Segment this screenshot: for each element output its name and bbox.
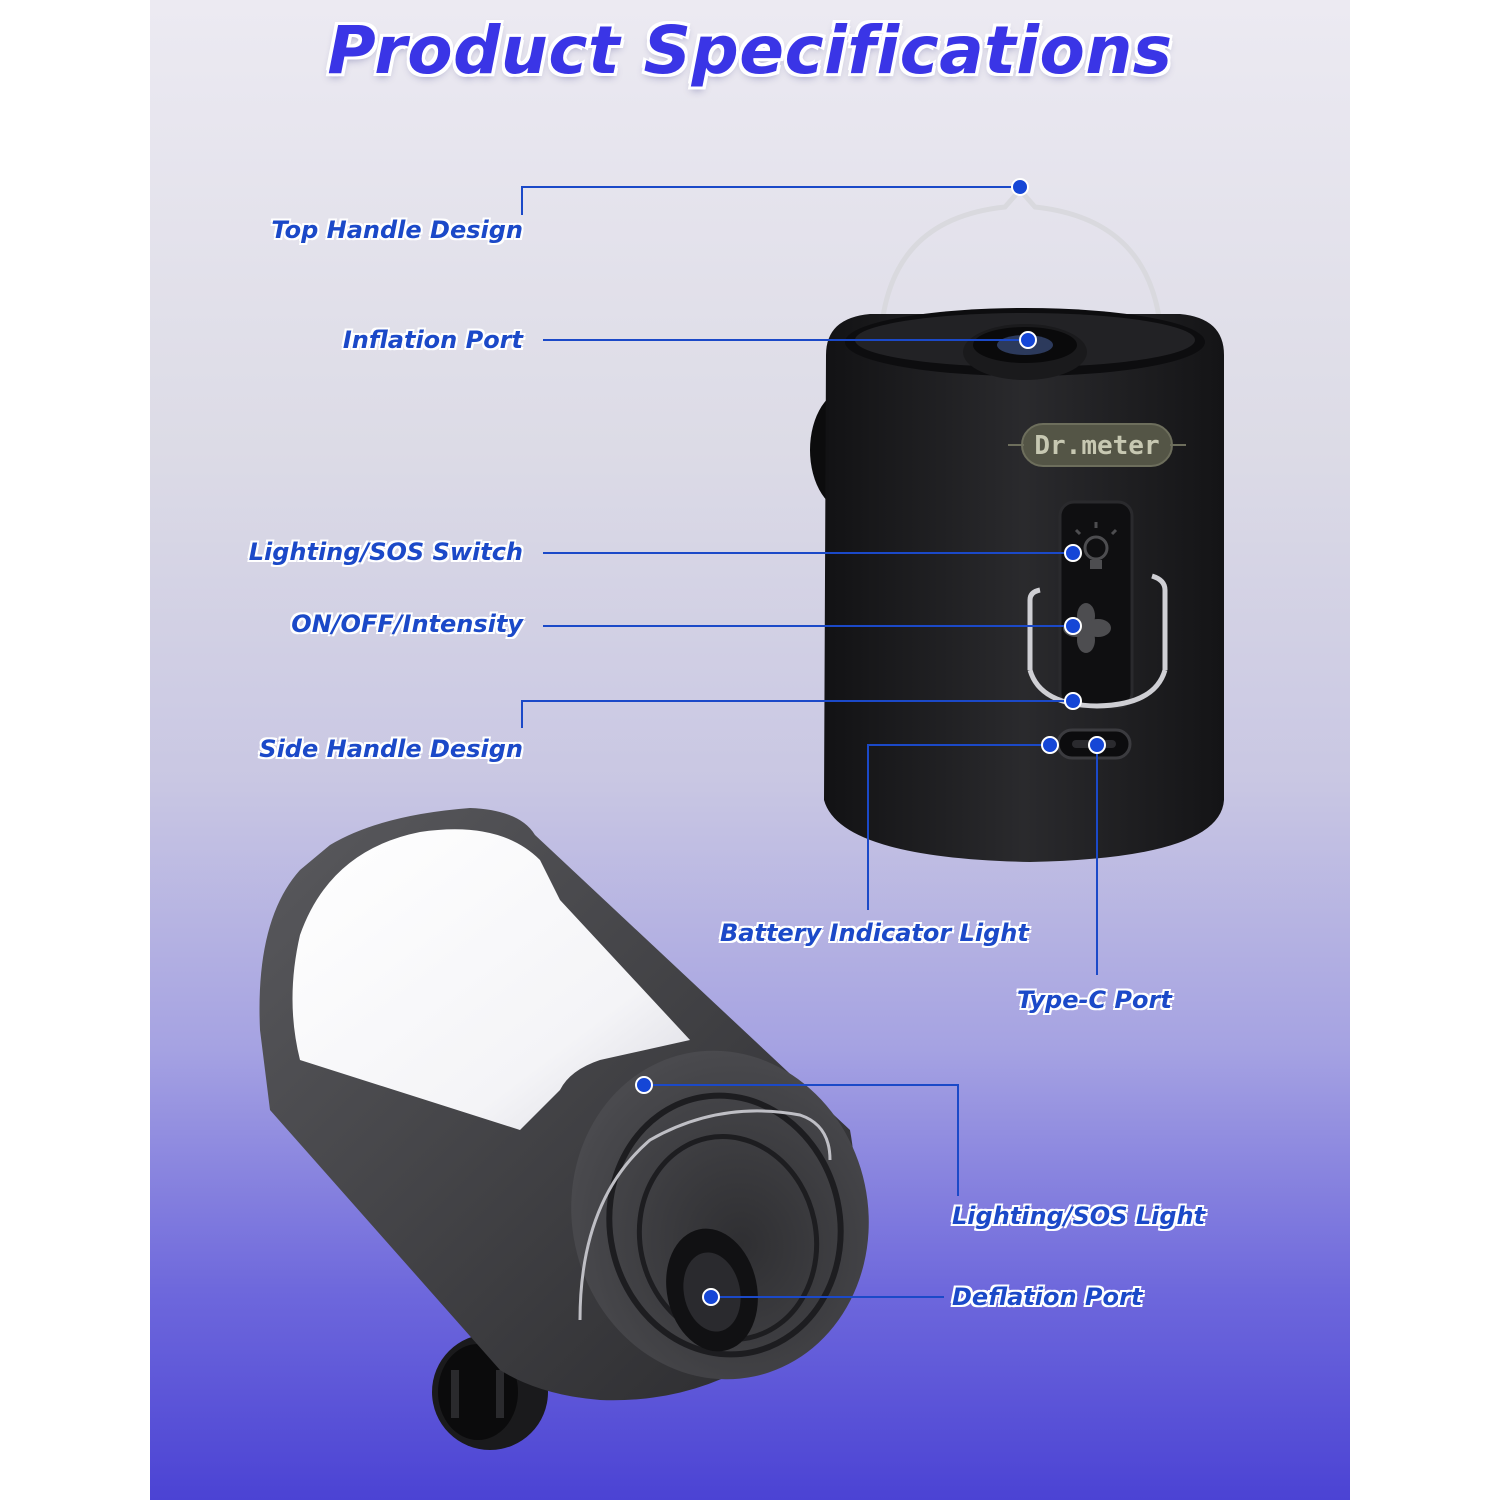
side-handle: [1027, 573, 1168, 709]
label-lighting-switch: Lighting/SOS Switch: [248, 538, 523, 566]
dot-lighting-switch: [1064, 544, 1082, 562]
label-inflation-port: Inflation Port: [342, 326, 523, 354]
dot-type-c: [1088, 736, 1106, 754]
page-title: Product Specifications: [327, 12, 1173, 89]
brand-logo-text: Dr.meter: [1034, 431, 1159, 461]
label-power-button: ON/OFF/Intensity: [291, 610, 523, 638]
leader-battery-light: [867, 744, 1050, 910]
label-sos-light: Lighting/SOS Light: [952, 1202, 1206, 1230]
upright-pump: Dr.meter: [810, 186, 1224, 862]
label-top-handle: Top Handle Design: [271, 216, 523, 244]
dot-battery-light: [1041, 736, 1059, 754]
dot-side-handle: [1064, 692, 1082, 710]
dot-inflation-port: [1019, 331, 1037, 349]
label-type-c-port: Type-C Port: [1017, 986, 1172, 1014]
leader-side-handle: [521, 700, 1073, 728]
lying-pump: [259, 808, 869, 1450]
lighting-diffuser: [292, 829, 690, 1130]
control-panel: [1058, 500, 1134, 709]
leader-lines: [521, 186, 1098, 1298]
label-side-handle: Side Handle Design: [259, 735, 523, 763]
dot-deflation-port: [702, 1288, 720, 1306]
label-deflation-port: Deflation Port: [952, 1283, 1143, 1311]
dot-top-handle: [1011, 178, 1029, 196]
dot-power-button: [1064, 617, 1082, 635]
bulb-icon[interactable]: [1074, 522, 1118, 569]
callout-dots: [635, 178, 1106, 1306]
label-battery-light: Battery Indicator Light: [720, 919, 1029, 947]
dot-sos-light: [635, 1076, 653, 1094]
leader-sos-light: [644, 1084, 959, 1196]
brand-logo: Dr.meter: [1008, 423, 1186, 467]
leader-top-handle: [521, 186, 1018, 215]
